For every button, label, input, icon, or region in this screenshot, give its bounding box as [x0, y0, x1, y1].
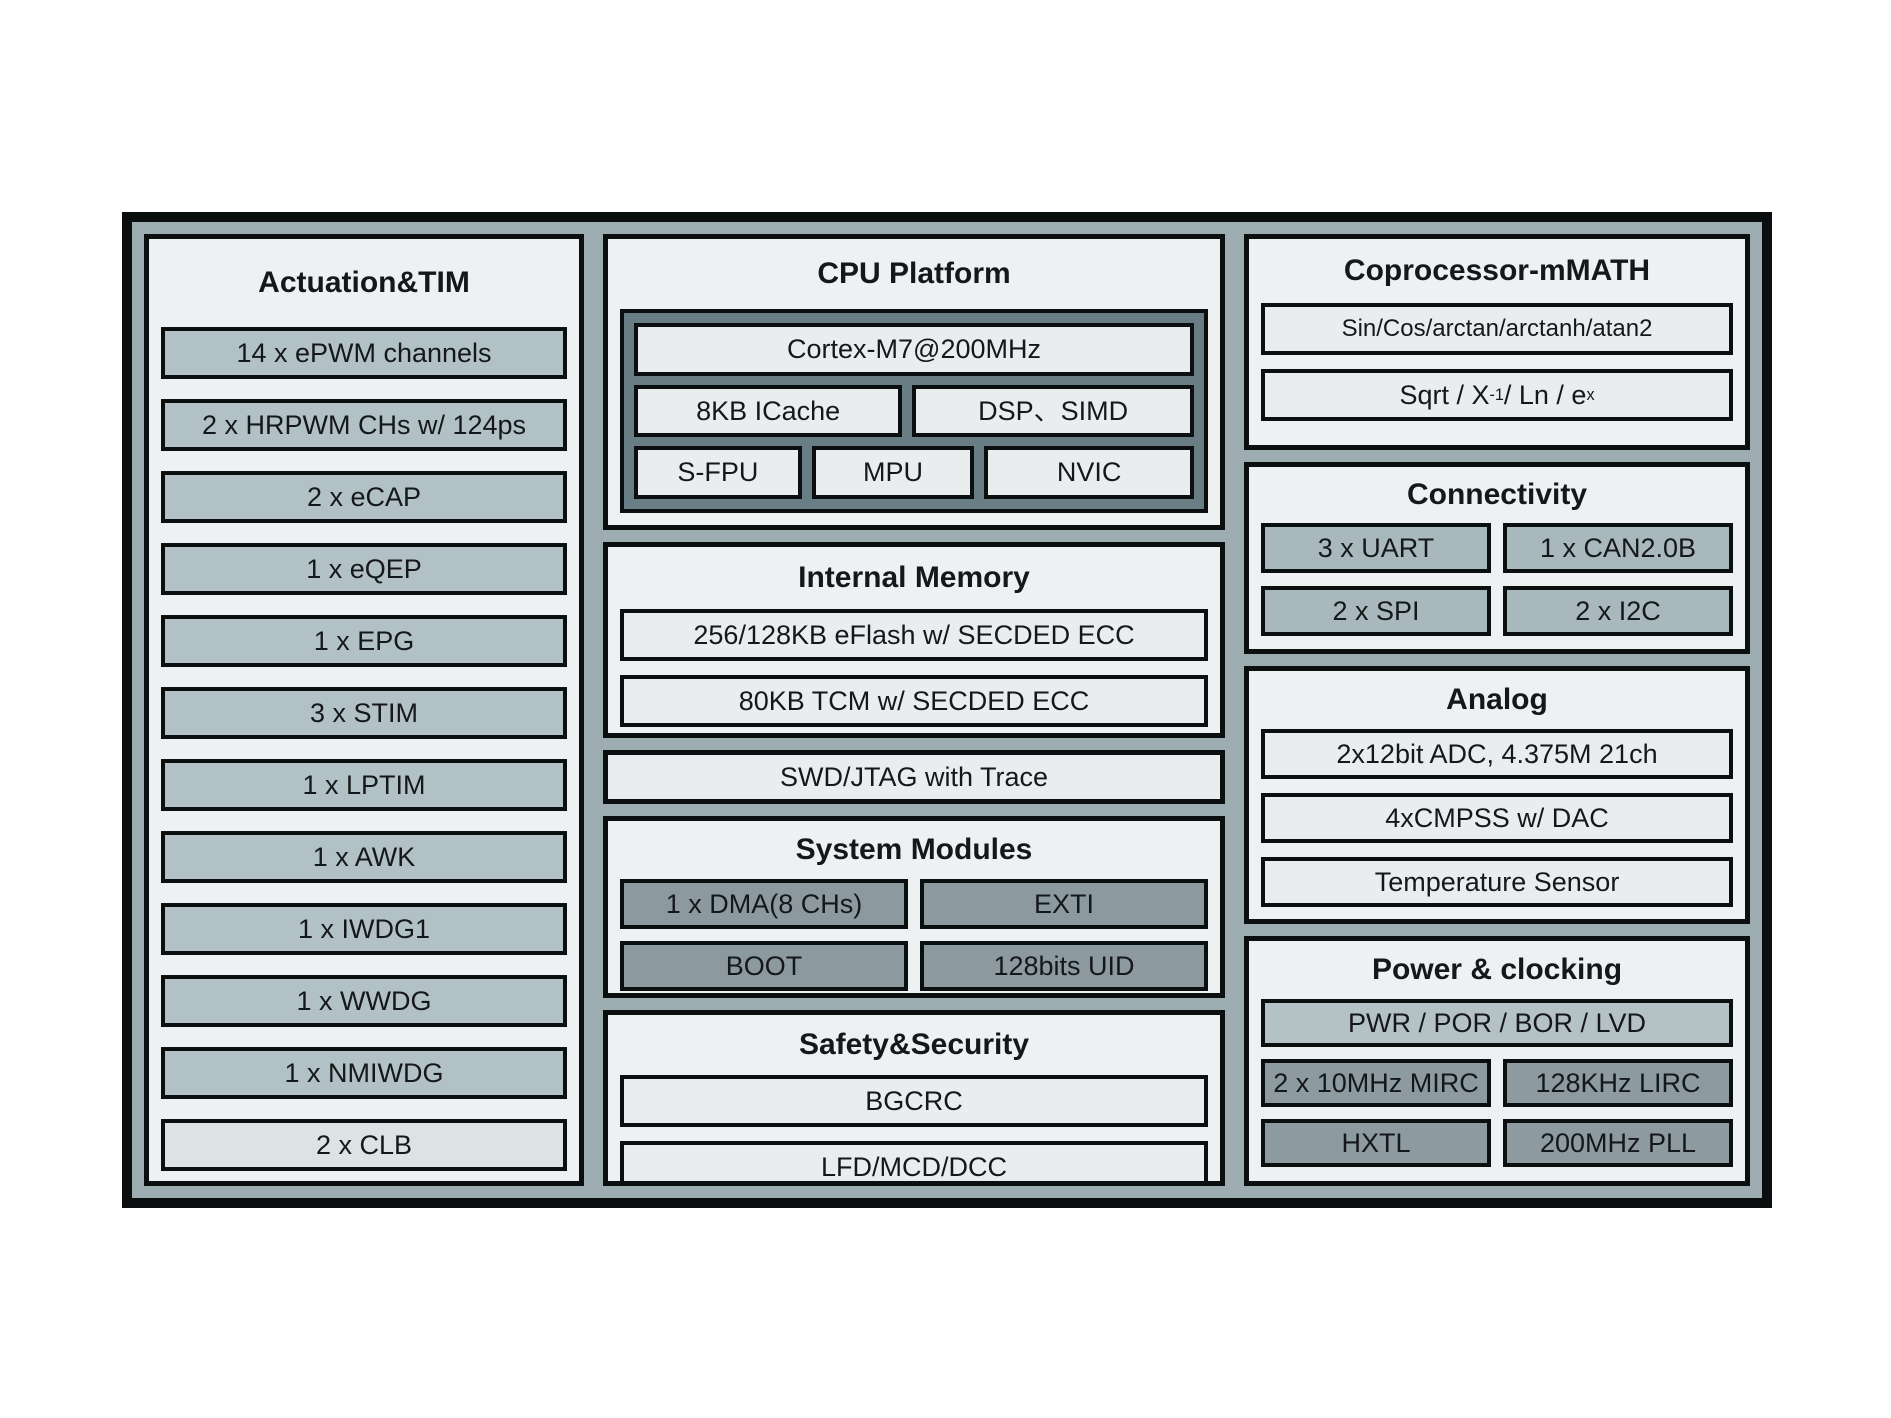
box-lptim: 1 x LPTIM [161, 759, 567, 811]
box-nvic: NVIC [984, 446, 1194, 500]
box-tcm: 80KB TCM w/ SECDED ECC [620, 675, 1208, 727]
power-clocking-title: Power & clocking [1371, 953, 1623, 986]
system-modules-panel: System Modules 1 x DMA(8 CHs) EXTI BOOT … [603, 816, 1225, 998]
box-eflash: 256/128KB eFlash w/ SECDED ECC [620, 609, 1208, 661]
internal-memory-rows: 256/128KB eFlash w/ SECDED ECC 80KB TCM … [608, 609, 1220, 733]
box-lirc: 128KHz LIRC [1503, 1059, 1733, 1107]
analog-title: Analog [1446, 683, 1548, 716]
analog-panel: Analog 2x12bit ADC, 4.375M 21ch 4xCMPSS … [1244, 666, 1750, 924]
cpu-row-cache: 8KB ICache DSP、SIMD [634, 384, 1194, 438]
box-pll: 200MHz PLL [1503, 1119, 1733, 1167]
box-ecap: 2 x eCAP [161, 471, 567, 523]
box-temp-sensor: Temperature Sensor [1261, 857, 1733, 907]
system-modules-grid: 1 x DMA(8 CHs) EXTI BOOT 128bits UID [608, 879, 1220, 993]
safety-security-rows: BGCRC LFD/MCD/DCC [608, 1075, 1220, 1181]
analog-rows: 2x12bit ADC, 4.375M 21ch 4xCMPSS w/ DAC … [1249, 729, 1745, 919]
cpu-core-container: Cortex-M7@200MHz 8KB ICache DSP、SIMD S-F… [620, 309, 1208, 513]
box-mpu: MPU [811, 446, 975, 500]
box-lfd-mcd-dcc: LFD/MCD/DCC [620, 1141, 1208, 1181]
actuation-tim-panel: Actuation&TIM 14 x ePWM channels 2 x HRP… [144, 234, 584, 1186]
box-uid: 128bits UID [920, 941, 1208, 991]
box-iwdg1: 1 x IWDG1 [161, 903, 567, 955]
box-dma: 1 x DMA(8 CHs) [620, 879, 908, 929]
actuation-tim-rows: 14 x ePWM channels 2 x HRPWM CHs w/ 124p… [149, 327, 579, 1181]
box-adc: 2x12bit ADC, 4.375M 21ch [1261, 729, 1733, 779]
power-clocking-panel: Power & clocking PWR / POR / BOR / LVD 2… [1244, 936, 1750, 1186]
box-cortex-m7: Cortex-M7@200MHz [634, 323, 1194, 376]
box-dsp-simd: DSP、SIMD [912, 384, 1194, 438]
safety-security-panel: Safety&Security BGCRC LFD/MCD/DCC [603, 1010, 1225, 1186]
box-sfpu: S-FPU [634, 446, 802, 500]
connectivity-grid: 3 x UART 1 x CAN2.0B 2 x SPI 2 x I2C [1249, 523, 1745, 649]
box-boot: BOOT [620, 941, 908, 991]
box-clb: 2 x CLB [161, 1119, 567, 1171]
box-spi: 2 x SPI [1261, 586, 1491, 636]
box-nmiwdg: 1 x NMIWDG [161, 1047, 567, 1099]
power-clocking-rows: PWR / POR / BOR / LVD 2 x 10MHz MIRC 128… [1249, 999, 1745, 1181]
sqrt-base2: / Ln / e [1503, 379, 1587, 410]
power-clock-grid: 2 x 10MHz MIRC 128KHz LIRC HXTL 200MHz P… [1261, 1059, 1733, 1167]
box-can: 1 x CAN2.0B [1503, 523, 1733, 573]
actuation-tim-title: Actuation&TIM [258, 266, 470, 299]
box-uart: 3 x UART [1261, 523, 1491, 573]
box-i2c: 2 x I2C [1503, 586, 1733, 636]
box-pwr-por-bor-lvd: PWR / POR / BOR / LVD [1261, 999, 1733, 1047]
column-cpu: CPU Platform Cortex-M7@200MHz 8KB ICache… [603, 234, 1225, 1186]
box-eqep: 1 x eQEP [161, 543, 567, 595]
diagram-frame: Actuation&TIM 14 x ePWM channels 2 x HRP… [122, 212, 1772, 1208]
cpu-row-units: S-FPU MPU NVIC [634, 446, 1194, 500]
box-cmpss: 4xCMPSS w/ DAC [1261, 793, 1733, 843]
box-swd-jtag: SWD/JTAG with Trace [603, 750, 1225, 804]
box-awk: 1 x AWK [161, 831, 567, 883]
internal-memory-panel: Internal Memory 256/128KB eFlash w/ SECD… [603, 542, 1225, 738]
box-icache: 8KB ICache [634, 384, 903, 438]
box-trig-functions: Sin/Cos/arctan/arctanh/atan2 [1261, 303, 1733, 355]
box-wwdg: 1 x WWDG [161, 975, 567, 1027]
box-hrpwm: 2 x HRPWM CHs w/ 124ps [161, 399, 567, 451]
cpu-platform-title: CPU Platform [817, 257, 1011, 290]
cpu-row-core: Cortex-M7@200MHz [634, 323, 1194, 376]
box-bgcrc: BGCRC [620, 1075, 1208, 1127]
internal-memory-title: Internal Memory [798, 561, 1030, 594]
system-modules-title: System Modules [795, 833, 1033, 866]
connectivity-panel: Connectivity 3 x UART 1 x CAN2.0B 2 x SP… [1244, 462, 1750, 654]
coprocessor-rows: Sin/Cos/arctan/arctanh/atan2 Sqrt / X-1 … [1249, 303, 1745, 445]
column-actuation: Actuation&TIM 14 x ePWM channels 2 x HRP… [144, 234, 584, 1186]
connectivity-title: Connectivity [1406, 478, 1588, 511]
box-stim: 3 x STIM [161, 687, 567, 739]
box-hxtl: HXTL [1261, 1119, 1491, 1167]
box-mirc: 2 x 10MHz MIRC [1261, 1059, 1491, 1107]
column-peripherals: Coprocessor-mMATH Sin/Cos/arctan/arctanh… [1244, 234, 1750, 1186]
coprocessor-panel: Coprocessor-mMATH Sin/Cos/arctan/arctanh… [1244, 234, 1750, 450]
safety-security-title: Safety&Security [798, 1028, 1030, 1061]
box-epg: 1 x EPG [161, 615, 567, 667]
cpu-platform-panel: CPU Platform Cortex-M7@200MHz 8KB ICache… [603, 234, 1225, 530]
coprocessor-title: Coprocessor-mMATH [1343, 254, 1651, 287]
sqrt-base1: Sqrt / X [1399, 379, 1490, 410]
box-exti: EXTI [920, 879, 1208, 929]
box-epwm: 14 x ePWM channels [161, 327, 567, 379]
